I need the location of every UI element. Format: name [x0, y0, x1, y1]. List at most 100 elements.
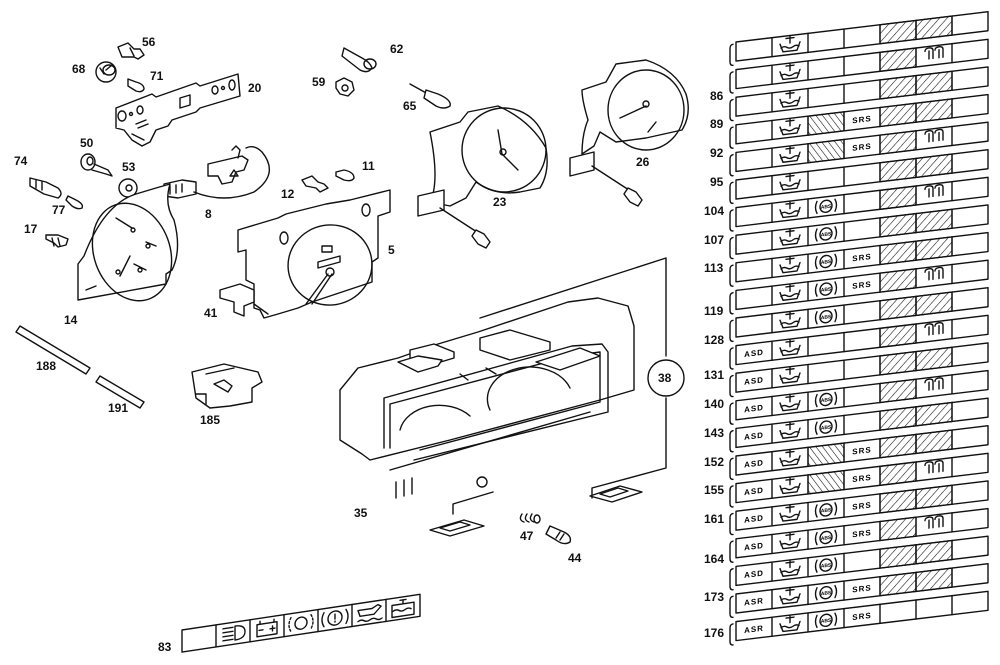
indicator-strip[interactable]: ASD [729, 314, 989, 370]
part-20-circuit-board-icon[interactable] [115, 73, 241, 147]
part-68-bulb-holder-icon[interactable] [95, 61, 117, 83]
indicator-strip[interactable] [729, 11, 989, 67]
label-62: 62 [390, 42, 404, 56]
strip-cell-coolant [779, 449, 801, 467]
part-50-screw-icon[interactable] [80, 153, 113, 177]
part-191-rod-icon[interactable] [95, 375, 145, 409]
indicator-strip[interactable]: ASR ABS SRS [729, 590, 989, 646]
indicator-strip[interactable]: SRS [729, 121, 989, 177]
strip-cell-hatch [879, 544, 917, 569]
svg-text:SRS: SRS [852, 583, 871, 594]
svg-text:ASD: ASD [744, 569, 764, 580]
svg-text:SRS: SRS [852, 611, 871, 622]
strip-cell-coolant [779, 421, 801, 439]
strip-label: 104 [704, 204, 725, 218]
strip-cell-ASD: ASD [744, 431, 764, 442]
strip-cell-hatch [879, 47, 917, 72]
part-12-bulb-socket-icon[interactable] [301, 175, 329, 193]
strip-cell-hatch2 [807, 111, 845, 136]
part-65-bulb-socket-icon[interactable] [409, 83, 451, 109]
label-20: 20 [248, 81, 262, 95]
strip-label: 86 [710, 89, 724, 103]
label-23: 23 [493, 195, 507, 209]
svg-text:ASR: ASR [744, 596, 764, 607]
svg-text:ASD: ASD [744, 403, 764, 414]
part-41-switch-icon[interactable] [219, 283, 269, 317]
part-14-combination-gauge-icon[interactable] [77, 183, 185, 312]
strip-cell-ABS: ABS [814, 612, 838, 629]
indicator-strip[interactable] [729, 149, 989, 205]
strip-cell-coolant [779, 587, 801, 605]
strip-cell-ASD: ASD [744, 486, 764, 497]
part-71-bulb-icon[interactable] [127, 78, 145, 93]
part-185-control-unit-icon[interactable] [191, 363, 263, 409]
strip-cell-hatch [915, 346, 953, 372]
strip-cell-hatch [915, 70, 953, 96]
svg-text:ABS: ABS [821, 424, 832, 431]
strip-cell-hatch [879, 378, 917, 404]
indicator-strip[interactable]: ASR ABS SRS [729, 563, 989, 619]
strip-cell-ABS: ABS [814, 281, 838, 297]
indicator-strip[interactable]: ASD ABS [729, 535, 989, 591]
strip-cell-glow [924, 128, 944, 143]
part-38-callout-circle[interactable] [647, 359, 685, 397]
strip-cell-hatch [879, 268, 917, 293]
part-23-clock-icon[interactable] [417, 105, 548, 249]
strip-cell-ABS: ABS [814, 419, 838, 435]
strip-cell-hatch [915, 291, 953, 317]
strip-cell-coolant [779, 532, 801, 550]
part-62-bulb-socket-icon[interactable] [341, 47, 377, 73]
part-74-bulb-socket-icon[interactable] [29, 177, 62, 199]
indicator-strip[interactable]: ASD ABS [729, 397, 989, 453]
part-188-rod-icon[interactable] [15, 325, 91, 375]
label-8: 8 [205, 207, 212, 221]
strip-cell-coolant [779, 256, 801, 274]
strip-label: 140 [704, 397, 725, 411]
indicator-strip[interactable]: ASD [729, 342, 989, 398]
strip-cell-ABS: ABS [814, 226, 838, 242]
strip-cell-SRS: SRS [852, 142, 871, 153]
strip-cell-ABS: ABS [814, 198, 838, 215]
strip-cell-hatch [879, 571, 917, 597]
svg-text:ABS: ABS [821, 562, 832, 569]
strip-cell-ABS: ABS [814, 502, 838, 518]
part-35-housing-icon[interactable] [339, 297, 635, 499]
part-5-speedometer-icon[interactable] [237, 189, 391, 319]
strip-label: 113 [704, 261, 724, 275]
strip-cell-hatch [879, 433, 917, 459]
part-59-nut-icon[interactable] [335, 77, 355, 97]
indicator-strip[interactable] [729, 66, 989, 122]
strip-cell-glow [924, 266, 944, 281]
part-11-bulb-icon[interactable] [335, 169, 355, 182]
strip-cell-coolant [779, 311, 801, 329]
warning-brake-pad-icon [288, 613, 314, 633]
label-191: 191 [108, 401, 129, 415]
label-185: 185 [200, 413, 221, 427]
strip-cell-hatch2 [807, 469, 845, 495]
label-38[interactable]: 38 [658, 371, 672, 385]
indicator-strip[interactable]: ABS [729, 287, 989, 343]
part-8-wiring-harness-icon[interactable] [163, 145, 271, 199]
part-47-spring-icon[interactable] [519, 513, 541, 524]
indicator-strip[interactable]: ABS [729, 176, 989, 232]
indicator-strip[interactable]: ABS [729, 204, 989, 260]
part-56-bulb-socket-icon[interactable] [117, 42, 145, 60]
part-26-tachometer-icon[interactable] [569, 59, 689, 207]
indicator-strip[interactable] [729, 38, 989, 94]
strip-cell-hatch [879, 406, 917, 431]
indicator-strip[interactable]: SRS [729, 93, 989, 149]
strip-cell-coolant [779, 394, 801, 412]
svg-text:SRS: SRS [852, 114, 871, 125]
part-44-knob-icon[interactable] [545, 525, 572, 545]
warning-lamp-strip-83[interactable] [181, 593, 421, 653]
label-50: 50 [80, 136, 94, 150]
part-77-bulb-icon[interactable] [65, 195, 84, 210]
part-17-clip-icon[interactable] [45, 234, 69, 248]
